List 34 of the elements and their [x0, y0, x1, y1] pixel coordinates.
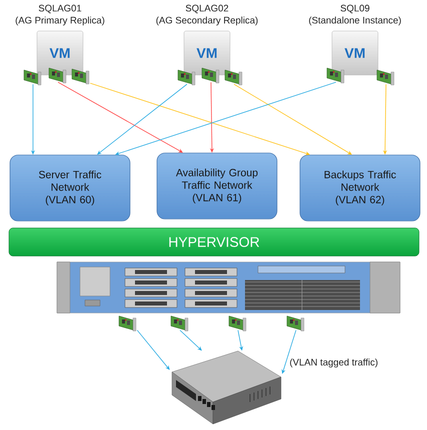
server-name: SQLAG02	[186, 4, 228, 14]
arrow	[180, 330, 202, 351]
network-box: Availability Group Traffic Network (VLAN 61)	[156, 152, 278, 220]
network-card-drawing	[170, 316, 188, 332]
arrow	[90, 82, 310, 156]
network-box: Server Traffic Network (VLAN 60)	[10, 154, 130, 222]
server-name: SQLAG01	[38, 4, 82, 14]
network-card-drawing	[202, 68, 220, 84]
role-label: (AG Secondary Replica)	[156, 16, 258, 26]
vm-box: VM	[184, 30, 230, 76]
network-card-drawing	[286, 316, 304, 332]
arrow	[115, 82, 336, 156]
network-card-drawing	[178, 70, 196, 86]
network-card-drawing	[228, 316, 246, 332]
network-card-drawing	[72, 68, 90, 84]
network-switch-drawing	[172, 350, 282, 424]
arrow	[136, 330, 170, 370]
vm-box: VM	[332, 30, 378, 76]
network-card-drawing	[376, 70, 394, 86]
arrow	[234, 84, 352, 155]
hypervisor-bar: HYPERVISOR	[8, 228, 420, 256]
role-label: (AG Primary Replica)	[16, 16, 104, 26]
annotation-text: (VLAN tagged traffic)	[290, 358, 378, 368]
network-card-drawing	[48, 68, 66, 84]
network-card-drawing	[326, 68, 344, 84]
arrow	[282, 330, 296, 374]
arrow	[97, 84, 188, 155]
network-card-drawing	[24, 70, 42, 86]
vm-box: VM	[36, 30, 84, 76]
role-label: (Standalone Instance)	[309, 16, 401, 26]
server-name: SQL09	[340, 4, 370, 14]
network-box: Backups Traffic Network (VLAN 62)	[300, 154, 420, 222]
network-card-drawing	[118, 316, 136, 332]
network-card-drawing	[224, 70, 242, 86]
